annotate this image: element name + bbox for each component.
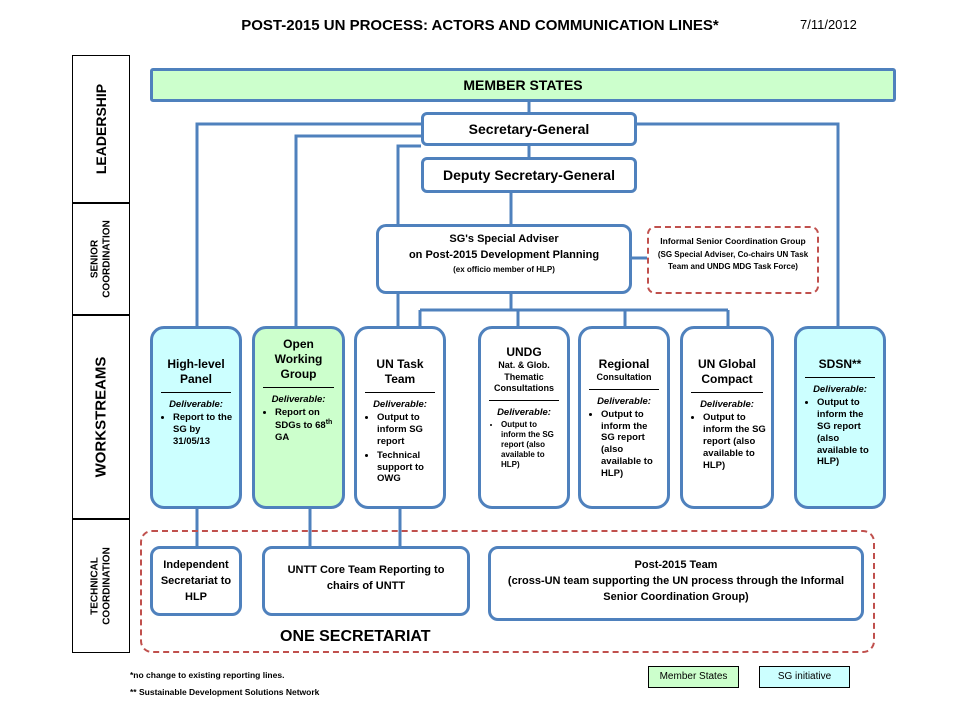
iscg-title: Informal Senior Coordination Group: [660, 236, 806, 246]
hlp-title: High-level Panel: [167, 357, 225, 386]
regional-divider: [589, 388, 659, 390]
undg-subtitle: Nat. & Glob. Thematic Consultations: [494, 360, 554, 394]
undg-deliverable-label: Deliverable:: [497, 407, 551, 419]
owg-deliverable-label: Deliverable:: [271, 394, 326, 405]
independent-secretariat-box: Independent Secretariat to HLP: [150, 546, 242, 616]
workstream-sdsn: SDSN** Deliverable: Output to inform the…: [794, 326, 886, 509]
deputy-secretary-general-box: Deputy Secretary-General: [421, 157, 637, 193]
workstream-undg: UNDG Nat. & Glob. Thematic Consultations…: [478, 326, 570, 509]
owg-item-text: Report on SDGs to 68: [275, 407, 326, 432]
owg-deliverables: Report on SDGs to 68th GA: [259, 407, 338, 444]
untt-title: UN Task Team: [376, 357, 424, 386]
band-senior-coordination: SENIOR COORDINATION: [72, 203, 130, 315]
legend-sg-initiative: SG initiative: [759, 666, 850, 688]
regional-deliverable-label: Deliverable:: [597, 395, 651, 407]
hlp-deliverable-item: Report to the SG by 31/05/13: [173, 412, 235, 448]
sdsn-deliverable-item: Output to inform the SG report (also ava…: [817, 397, 879, 468]
compact-deliverable-item: Output to inform the SG report (also ava…: [703, 412, 767, 471]
workstream-un-global-compact: UN Global Compact Deliverable: Output to…: [680, 326, 774, 509]
one-secretariat-label: ONE SECRETARIAT: [280, 628, 431, 645]
workstream-open-working-group: Open Working Group Deliverable: Report o…: [252, 326, 345, 509]
line-sg-hlp: [195, 122, 421, 326]
post-2015-team-description: (cross-UN team supporting the UN process…: [507, 574, 845, 603]
hlp-deliverables: Report to the SG by 31/05/13: [157, 412, 235, 448]
regional-deliverables: Output to inform the SG report (also ava…: [585, 409, 663, 480]
footnote-2: ** Sustainable Development Solutions Net…: [130, 687, 320, 697]
diagram-date: 7/11/2012: [800, 17, 857, 32]
sdsn-deliverables: Output to inform the SG report (also ava…: [801, 397, 879, 468]
post-2015-team-box: Post-2015 Team (cross-UN team supporting…: [488, 546, 864, 621]
one-secretariat-frame: [140, 530, 875, 653]
band-technical-coordination: TECHNICAL COORDINATION: [72, 519, 130, 653]
sdsn-title: SDSN**: [818, 357, 862, 371]
regional-deliverable-item: Output to inform the SG report (also ava…: [601, 409, 663, 480]
untt-divider: [365, 392, 435, 393]
undg-deliverable-item: Output to inform the SG report (also ava…: [501, 420, 563, 470]
legend-member-states: Member States: [648, 666, 739, 688]
owg-divider: [263, 387, 334, 388]
untt-deliverable-label: Deliverable:: [373, 399, 427, 410]
sdsn-divider: [805, 377, 875, 378]
member-states-box: MEMBER STATES: [150, 68, 896, 102]
compact-deliverables: Output to inform the SG report (also ava…: [687, 412, 767, 471]
secretary-general-box: Secretary-General: [421, 112, 637, 146]
line-sg-sdsn: [637, 122, 840, 326]
owg-title: Open Working Group: [274, 337, 323, 381]
special-adviser-line1: SG's Special Adviser: [449, 233, 559, 245]
untt-core-team-box: UNTT Core Team Reporting to chairs of UN…: [262, 546, 470, 616]
undg-title: UNDG: [506, 345, 542, 359]
band-workstreams: WORKSTREAMS: [72, 315, 130, 519]
owg-item-end: GA: [275, 431, 290, 443]
footnote-1: *no change to existing reporting lines.: [130, 670, 285, 680]
diagram-title: POST-2015 UN PROCESS: ACTORS AND COMMUNI…: [241, 17, 719, 34]
owg-item-sup: th: [325, 418, 333, 426]
untt-deliverables: Output to inform SG report Technical sup…: [361, 412, 439, 485]
undg-divider: [489, 400, 559, 402]
owg-deliverable-item: Report on SDGs to 68th GA: [275, 407, 338, 444]
regional-title: Regional: [598, 357, 650, 371]
untt-deliverable-item-1: Output to inform SG report: [377, 412, 439, 448]
compact-title: UN Global Compact: [697, 357, 756, 386]
regional-subtitle: Consultation: [596, 372, 652, 382]
hlp-divider: [161, 392, 231, 393]
iscg-subtitle: (SG Special Adviser, Co-chairs UN Task T…: [657, 249, 809, 272]
compact-divider: [691, 392, 763, 393]
workstream-high-level-panel: High-level Panel Deliverable: Report to …: [150, 326, 242, 509]
workstream-regional-consultation: Regional Consultation Deliverable: Outpu…: [578, 326, 670, 509]
workstream-un-task-team: UN Task Team Deliverable: Output to info…: [354, 326, 446, 509]
sdsn-deliverable-label: Deliverable:: [813, 384, 867, 395]
post-2015-team-title: Post-2015 Team: [634, 559, 718, 571]
band-leadership: LEADERSHIP: [72, 55, 130, 203]
untt-deliverable-item-2: Technical support to OWG: [377, 450, 439, 486]
undg-deliverables: Output to inform the SG report (also ava…: [485, 420, 563, 470]
special-adviser-line2: on Post-2015 Development Planning: [408, 248, 600, 261]
compact-deliverable-label: Deliverable:: [700, 399, 754, 410]
hlp-deliverable-label: Deliverable:: [169, 399, 223, 410]
line-sg-owg: [294, 134, 421, 326]
informal-senior-coordination-group-box: Informal Senior Coordination Group (SG S…: [647, 226, 819, 294]
special-adviser-note: (ex officio member of HLP): [453, 264, 555, 274]
special-adviser-box: SG's Special Adviser on Post-2015 Develo…: [376, 224, 632, 294]
